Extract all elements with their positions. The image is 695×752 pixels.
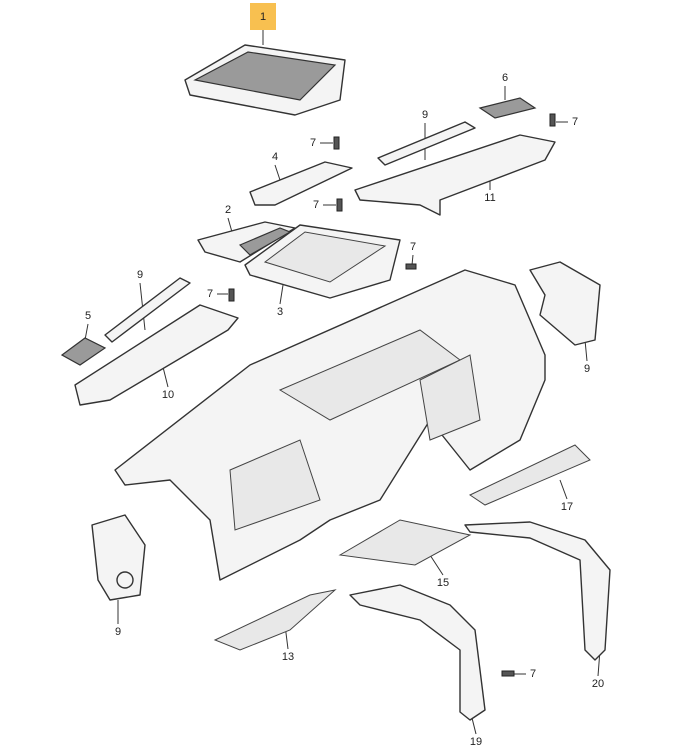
part-5-grille	[60, 337, 107, 366]
part-10-panel	[74, 304, 239, 406]
label-7[interactable]: 7	[312, 199, 320, 211]
label-7[interactable]: 7	[571, 116, 579, 128]
label-9[interactable]: 9	[421, 109, 429, 121]
label-7[interactable]: 7	[409, 241, 417, 253]
part-9-strip-left	[104, 277, 191, 343]
label-19[interactable]: 19	[469, 736, 483, 748]
part-9-strip-top	[377, 121, 476, 166]
label-17[interactable]: 17	[560, 501, 574, 513]
part-19-trim	[349, 584, 486, 721]
highlight-box-part-1	[250, 3, 276, 30]
label-11[interactable]: 11	[484, 192, 496, 204]
part-17-sheet	[468, 444, 591, 506]
label-10[interactable]: 10	[161, 389, 175, 401]
label-7[interactable]: 7	[529, 668, 537, 680]
part-4-cover	[249, 161, 353, 206]
label-15[interactable]: 15	[436, 577, 450, 589]
part-15-sheet	[338, 519, 472, 566]
label-9[interactable]: 9	[136, 269, 144, 281]
part-11-panel	[354, 134, 556, 216]
label-2[interactable]: 2	[224, 204, 232, 216]
label-9[interactable]: 9	[583, 363, 591, 375]
label-9[interactable]: 9	[114, 626, 122, 638]
label-7[interactable]: 7	[309, 137, 317, 149]
screw-icons	[228, 113, 556, 677]
label-6[interactable]: 6	[501, 72, 509, 84]
part-13-sheet	[213, 589, 337, 651]
part-6-grille	[478, 97, 537, 119]
label-5[interactable]: 5	[84, 310, 92, 322]
label-20[interactable]: 20	[591, 678, 605, 690]
label-13[interactable]: 13	[281, 651, 295, 663]
label-7[interactable]: 7	[206, 288, 214, 300]
label-1[interactable]: 1	[259, 11, 267, 23]
part-9-vent-right	[529, 261, 601, 346]
part-9-vent-left	[91, 514, 146, 601]
label-4[interactable]: 4	[271, 151, 279, 163]
label-3[interactable]: 3	[276, 306, 284, 318]
part-20-trim	[464, 521, 611, 661]
